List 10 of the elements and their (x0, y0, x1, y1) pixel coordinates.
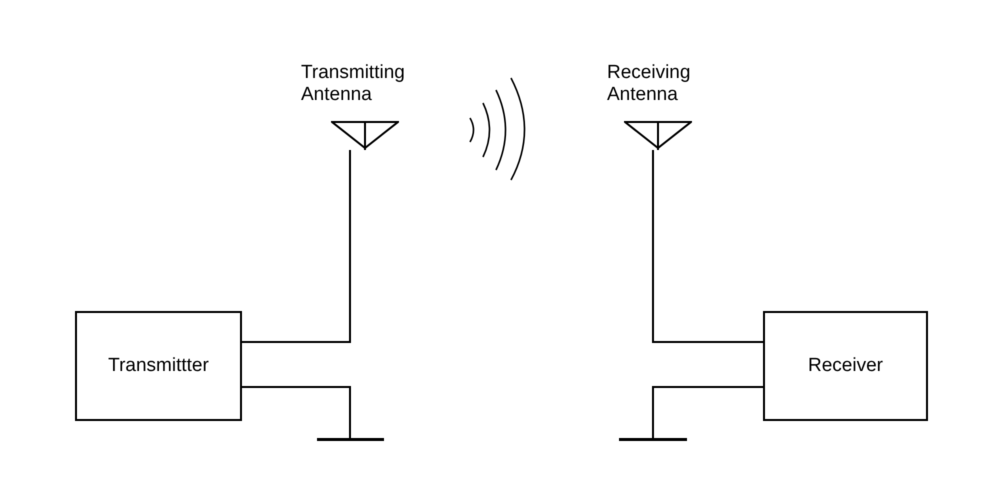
wire (242, 386, 351, 438)
antenna-label: Receiving Antenna (607, 62, 692, 106)
wire (242, 150, 351, 343)
ground-symbol (317, 438, 384, 441)
circuit-block: Receiver (763, 311, 928, 421)
ground-symbol (619, 438, 687, 441)
wire (652, 150, 763, 343)
antenna-label: Transmitting Antenna (301, 62, 406, 106)
wire (652, 386, 763, 438)
circuit-block: Transmittter (75, 311, 242, 421)
